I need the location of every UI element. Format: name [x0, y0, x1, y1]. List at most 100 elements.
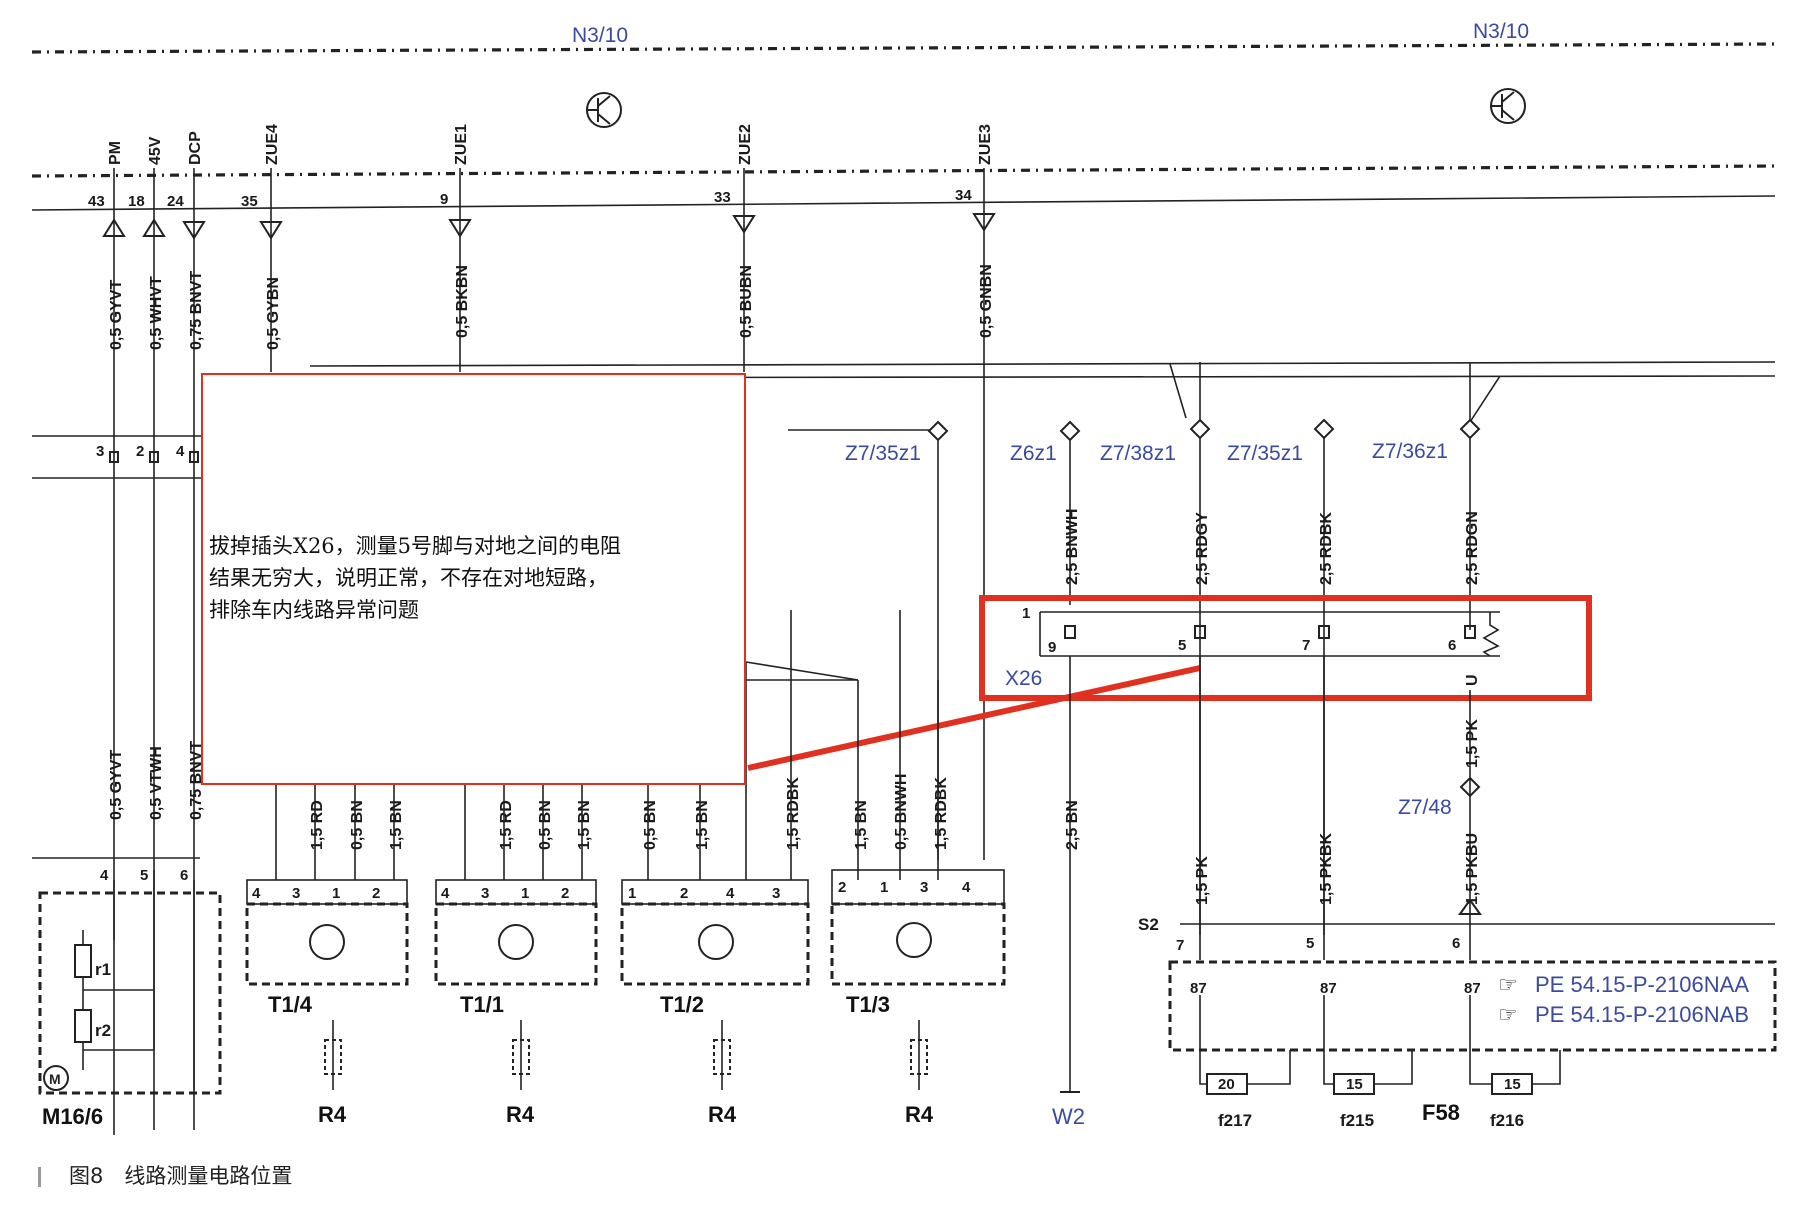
coil-label: T1/2	[660, 992, 704, 1017]
splice-label: Z7/35z1	[1227, 442, 1303, 465]
coil-pin: 4	[726, 885, 735, 902]
wire-label: 0,5 GYBN	[265, 277, 282, 350]
x26-wire-label: 2,5 RDGY	[1194, 512, 1211, 585]
reference-icon: ☞	[1498, 1002, 1518, 1027]
splice-label: Z7/35z1	[845, 442, 921, 465]
reference-link: PE 54.15-P-2106NAB	[1535, 1002, 1749, 1027]
s2-pin: 5	[1306, 935, 1314, 952]
fuse-label: f216	[1490, 1111, 1524, 1130]
fuse-rating: 20	[1218, 1076, 1235, 1093]
x26-wire-label: 2,5 RDGN	[1464, 511, 1481, 585]
caption-text: 图8 线路测量电路位置	[69, 1164, 293, 1188]
x26-label: X26	[1005, 667, 1042, 690]
fuse-label: f217	[1218, 1111, 1252, 1130]
coil-pin: 3	[772, 885, 780, 902]
relay-pin: 87	[1320, 980, 1337, 997]
splice-group: Z7/35z1 Z6z1 Z7/38z1 Z7/35z1 Z7/36z1 Z7/…	[788, 418, 1481, 935]
x26-pin: 5	[1178, 637, 1186, 654]
note-line: 排除车内线路异常问题	[209, 598, 419, 622]
annotation-note: 拔掉插头X26，测量5号脚与对地之间的电阻 结果无穷大，说明正常，不存在对地短路…	[201, 373, 746, 785]
splice-label: Z7/48	[1398, 796, 1452, 819]
wire-horizontal	[309, 361, 1776, 367]
ignition-coil-t11: 4 3 1 2 T1/1 R4	[434, 879, 598, 1127]
transistor-icon	[309, 924, 345, 960]
resistor-r2-icon	[74, 1009, 92, 1043]
motor-icon	[43, 1065, 69, 1091]
r1-label: r1	[95, 960, 111, 979]
pin-number: 18	[128, 193, 145, 210]
wire-label: 1,5 RDBK	[785, 777, 802, 850]
pin-name: ZUE2	[737, 124, 754, 165]
x26-wire-label: 2,5 BNWH	[1064, 509, 1081, 585]
coil-label: T1/3	[846, 992, 890, 1017]
transistor-icon	[498, 924, 534, 960]
m16-pin: 5	[140, 867, 148, 884]
left-pin: 3	[96, 443, 104, 460]
reference-icon: ☞	[1498, 972, 1518, 997]
resistor-label: R4	[905, 1102, 934, 1127]
wire-label: 0,5 GYVT	[108, 280, 125, 350]
wire-label: 1,5 PKBU	[1464, 833, 1481, 905]
wire-label: 0,5 GYVT	[108, 750, 125, 820]
resistor-label: R4	[318, 1102, 347, 1127]
splice-label: Z7/36z1	[1372, 440, 1448, 463]
coil-pin: 1	[521, 885, 529, 902]
wire-label: 0,75 BNVT	[188, 741, 205, 820]
pin-name: ZUE1	[453, 124, 470, 165]
wire-label: 0,5 GNBN	[978, 264, 995, 338]
coil-pin: 3	[920, 879, 928, 896]
caption-bar	[38, 1167, 41, 1187]
x26-pin: 1	[1022, 605, 1030, 622]
reference-link: PE 54.15-P-2106NAA	[1535, 972, 1749, 997]
pin-number: 9	[440, 191, 448, 208]
relay-pin: 87	[1190, 980, 1207, 997]
wire-label: 0,5 BN	[349, 800, 366, 850]
wire-label: 1,5 RD	[498, 800, 515, 850]
wire-label: 0,5 WHVT	[148, 276, 165, 350]
transistor-icon	[896, 922, 932, 958]
wire-label: 1,5 PK	[1194, 856, 1211, 905]
x26-pin: 6	[1448, 637, 1456, 654]
left-pin: 4	[176, 443, 185, 460]
wire-label: 1,5 BN	[694, 800, 711, 850]
x26-wire-label: 2,5 RDBK	[1318, 512, 1335, 585]
pin-number: 34	[955, 187, 972, 204]
m16-label: M16/6	[42, 1104, 103, 1129]
s2-label: S2	[1138, 915, 1159, 934]
module-label-2: N3/10	[1473, 20, 1529, 43]
wire-label: 1,5 RD	[309, 800, 326, 850]
resistor-label: R4	[506, 1102, 535, 1127]
arrow-icon	[1458, 898, 1482, 915]
relay-pin: 87	[1464, 980, 1481, 997]
coil-pin: 2	[680, 885, 688, 902]
wire-label: 0,75 BNVT	[188, 271, 205, 350]
wire-label: 0,5 BN	[642, 800, 659, 850]
resistor-r1-icon	[74, 944, 92, 978]
wire-label: 0,5 VTWH	[148, 746, 165, 820]
pin-name: ZUE4	[264, 124, 281, 165]
fuse-label: f215	[1340, 1111, 1374, 1130]
wire-label: 0,5 BN	[537, 800, 554, 850]
coil-wires	[275, 610, 939, 880]
callout-pointer	[747, 665, 1201, 771]
wire-label: 1,5 BN	[388, 800, 405, 850]
pin-name: ZUE3	[977, 124, 994, 165]
s2-pin: 7	[1176, 937, 1184, 954]
x26-connector: 1 9 5 7 6 U X26	[1005, 605, 1500, 690]
module-border-pins	[31, 164, 1776, 178]
ignition-coil-t12: 1 2 4 3 T1/2 R4	[620, 879, 810, 1127]
coil-pin: 1	[880, 879, 888, 896]
resistor-label: R4	[708, 1102, 737, 1127]
wire-right	[1469, 375, 1501, 423]
fuse-rating: 15	[1504, 1076, 1521, 1093]
coil-pin: 2	[372, 885, 380, 902]
wire-label: 1,5 BN	[576, 800, 593, 850]
pin-name: PM	[107, 141, 124, 165]
note-line: 拔掉插头X26，测量5号脚与对地之间的电阻	[209, 534, 622, 558]
m16-pin: 6	[180, 867, 188, 884]
wire-right	[1169, 363, 1187, 419]
coil-pin: 1	[332, 885, 340, 902]
pin-number: 24	[167, 193, 184, 210]
wire-label: 2,5 BN	[1064, 800, 1081, 850]
pin-number: 43	[88, 193, 105, 210]
